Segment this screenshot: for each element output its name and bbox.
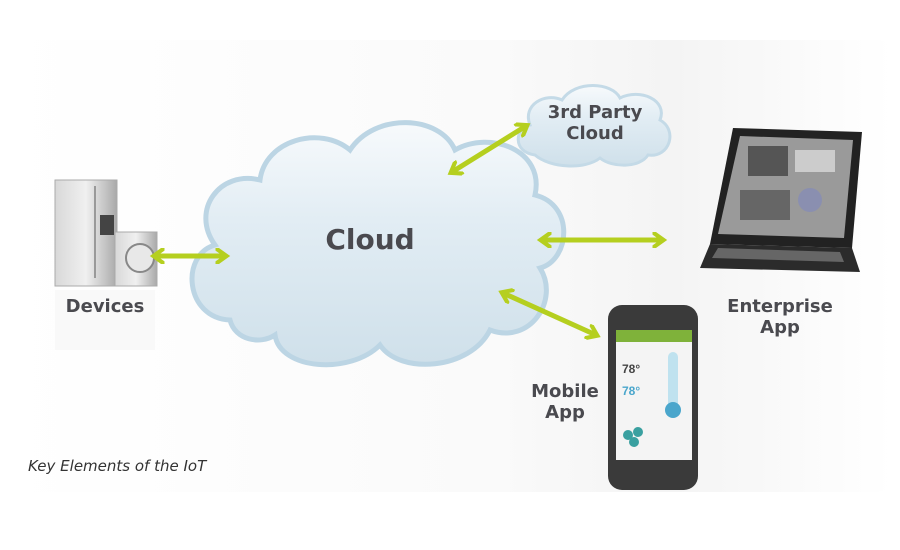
third-party-line1: 3rd Party [547, 102, 643, 123]
arrow-cloud-mobile [503, 293, 596, 335]
phone-temp-set: 78° [622, 384, 640, 398]
third-party-cloud-shape [516, 84, 672, 168]
diagram-caption: Key Elements of the IoT [28, 457, 207, 475]
devices-label: Devices [65, 296, 145, 317]
laptop-icon [700, 128, 862, 272]
cloud-label: Cloud [325, 223, 415, 256]
enterprise-line2: App [760, 316, 800, 338]
cloud-shape [189, 120, 567, 368]
phone-temp-current: 78° [622, 362, 640, 376]
third-party-cloud-label: 3rd Party Cloud [535, 102, 655, 144]
arrow-cloud-third-party [452, 126, 526, 172]
mobile-line1: Mobile [531, 381, 599, 402]
mobile-app-label: Mobile App [520, 381, 610, 423]
devices-appliances-icon [54, 179, 158, 350]
third-party-line2: Cloud [566, 122, 624, 144]
smartphone-icon: 78° 78° [608, 305, 698, 490]
enterprise-app-label: Enterprise App [720, 296, 840, 338]
mobile-line2: App [545, 401, 585, 423]
enterprise-line1: Enterprise [727, 296, 833, 317]
